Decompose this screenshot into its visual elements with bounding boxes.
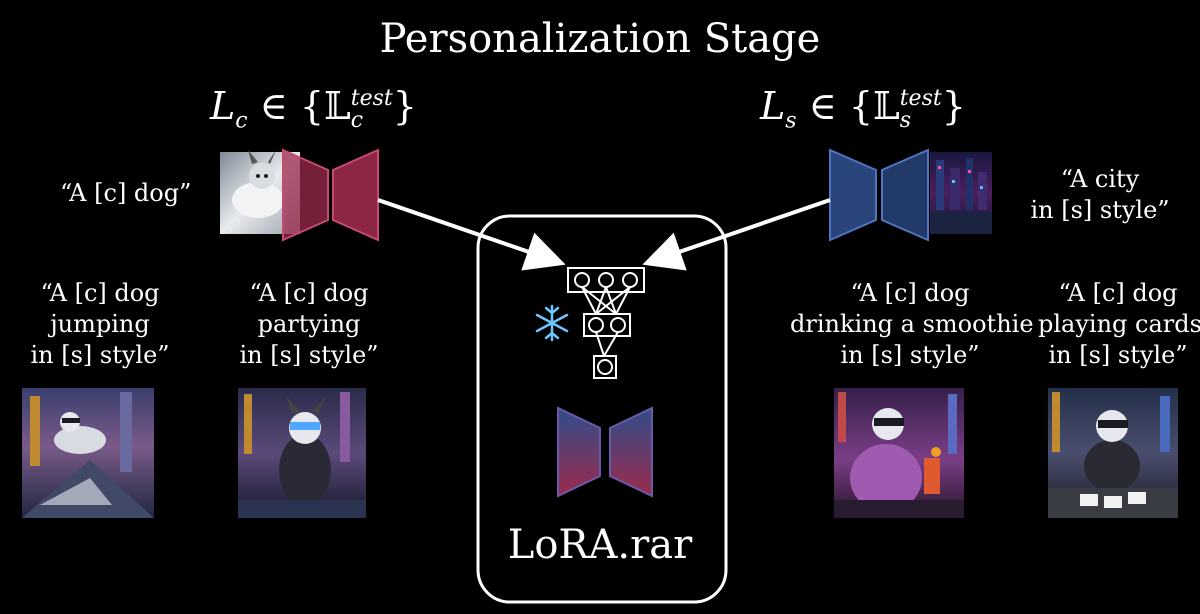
prompt-line: playing cards [1038, 310, 1200, 338]
style-lora-set: 𝕃 [873, 84, 900, 128]
generated-image-cards [1048, 388, 1178, 518]
merger-box [476, 214, 728, 604]
style-arrow [642, 198, 831, 271]
prompt-line: jumping [50, 310, 150, 338]
style-lora-set-sub: s [899, 107, 912, 133]
prompt-line: “A [c] dog [249, 279, 369, 307]
prompt-line: partying [257, 310, 361, 338]
content-lora-sub: c [235, 108, 248, 134]
generated-image-jumping [22, 388, 154, 518]
content-lora-set-sub: c [350, 107, 364, 133]
prompt-line: “A [c] dog [850, 279, 970, 307]
prompt-smoothie: “A [c] dog drinking a smoothie in [s] st… [790, 278, 1034, 371]
prompt-jumping: “A [c] dog jumping in [s] style” [20, 278, 180, 371]
generated-image-partying [238, 388, 366, 518]
content-prompt: “A [c] dog” [60, 179, 192, 207]
style-prompt: “A city in [s] style” [1030, 164, 1170, 226]
merged-lora-adapter [557, 406, 653, 498]
content-lora-adapter [282, 148, 379, 242]
prompt-line: in [s] style” [30, 341, 170, 369]
prompt-line: in [s] style” [840, 341, 980, 369]
prompt-line: drinking a smoothie [790, 310, 1034, 338]
prompt-line: “A [c] dog [40, 279, 160, 307]
style-prompt-line: “A city [1060, 165, 1140, 193]
style-lora-formula: Ls ∈ {𝕃 test s } [760, 84, 966, 134]
prompt-line: “A [c] dog [1058, 279, 1178, 307]
style-lora-set-sup: test [899, 85, 942, 111]
content-lora-set-sup: test [350, 85, 393, 111]
merger-label: LoRA.rar [507, 522, 693, 568]
prompt-partying: “A [c] dog partying in [s] style” [224, 278, 394, 371]
content-lora-set: 𝕃 [324, 84, 351, 128]
style-reference-image [930, 152, 992, 234]
style-lora-adapter [829, 148, 929, 242]
style-prompt-line: in [s] style” [1030, 196, 1170, 224]
style-lora-sub: s [785, 108, 797, 134]
content-lora-formula: Lc ∈ {𝕃 test c } [210, 84, 417, 134]
snowflake-icon [535, 304, 569, 342]
prompt-line: in [s] style” [1048, 341, 1188, 369]
hypernetwork-icon [567, 267, 645, 379]
style-lora-symbol: L [760, 84, 786, 128]
content-arrow [377, 198, 566, 271]
generated-image-smoothie [834, 388, 964, 518]
prompt-line: in [s] style” [239, 341, 379, 369]
content-lora-symbol: L [210, 84, 236, 128]
prompt-cards: “A [c] dog playing cards in [s] style” [1038, 278, 1200, 371]
page-title: Personalization Stage [379, 16, 821, 62]
